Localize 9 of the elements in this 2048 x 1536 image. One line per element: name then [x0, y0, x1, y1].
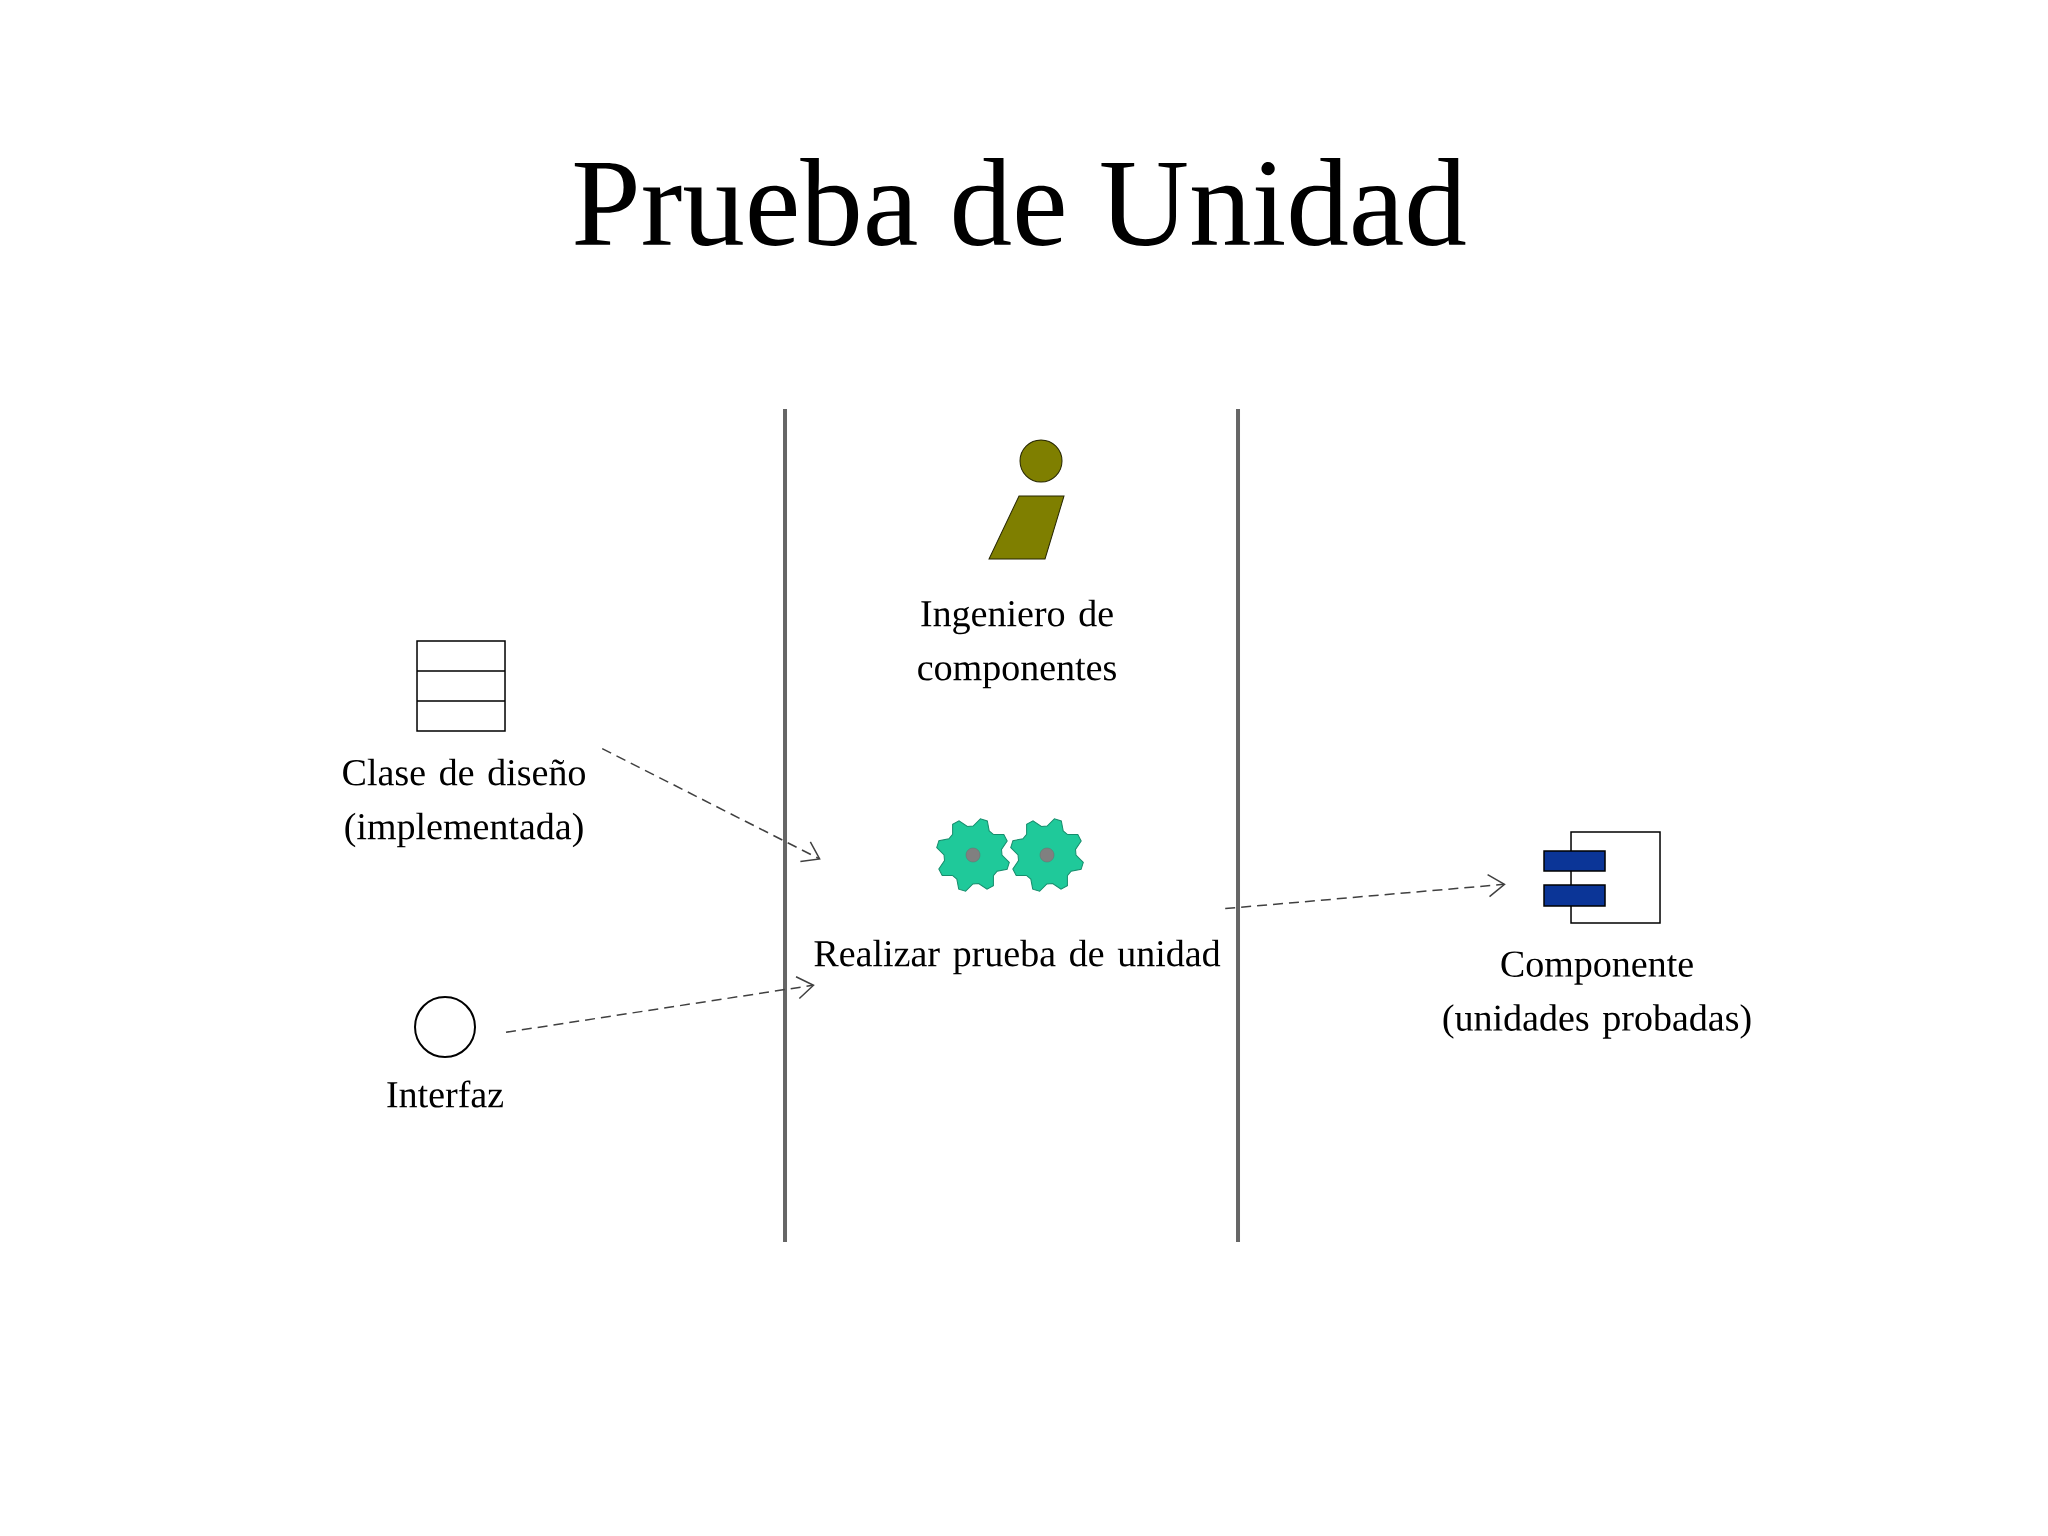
node-label: Ingeniero de componentes: [918, 599, 1116, 689]
title: Prueba de Unidad: [574, 158, 1466, 246]
dashed-arrow: [601, 747, 821, 863]
dashed-arrow: [505, 976, 815, 1033]
dashed-arrow: [1224, 873, 1506, 910]
node-label: Componente (unidades probadas): [1443, 951, 1751, 1039]
node-label: Realizar prueba de unidad: [814, 939, 1221, 975]
node-label: Interfaz: [387, 1080, 504, 1108]
node-label: Clase de diseño (implementada): [343, 758, 585, 848]
